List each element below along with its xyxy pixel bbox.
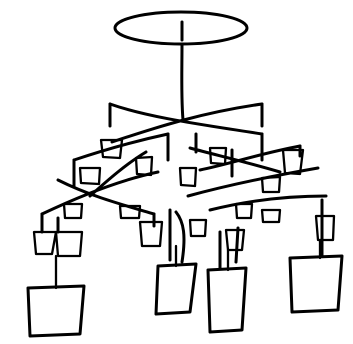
- pendant-4: [180, 168, 196, 186]
- bar-right-lower-2: [210, 196, 326, 210]
- pendant-11: [262, 210, 280, 222]
- pendant-large-2: [156, 264, 196, 314]
- pendant-large-1: [28, 286, 84, 336]
- pendant-14: [56, 232, 82, 256]
- bar-right-lower: [188, 168, 318, 196]
- pendant-2: [80, 168, 100, 184]
- main-stem: [182, 22, 183, 120]
- pendant-large-4: [290, 256, 342, 312]
- pendant-15: [140, 222, 162, 246]
- pendant-17: [316, 216, 334, 240]
- pendant-9: [64, 204, 82, 218]
- pendant-large-3: [208, 268, 246, 332]
- pendant-10: [236, 204, 252, 218]
- bottom-drops-left: [42, 210, 184, 262]
- pendant-12: [190, 220, 206, 236]
- pendant-13: [34, 232, 56, 254]
- pendant-3: [136, 157, 152, 175]
- pendant-16: [226, 230, 244, 250]
